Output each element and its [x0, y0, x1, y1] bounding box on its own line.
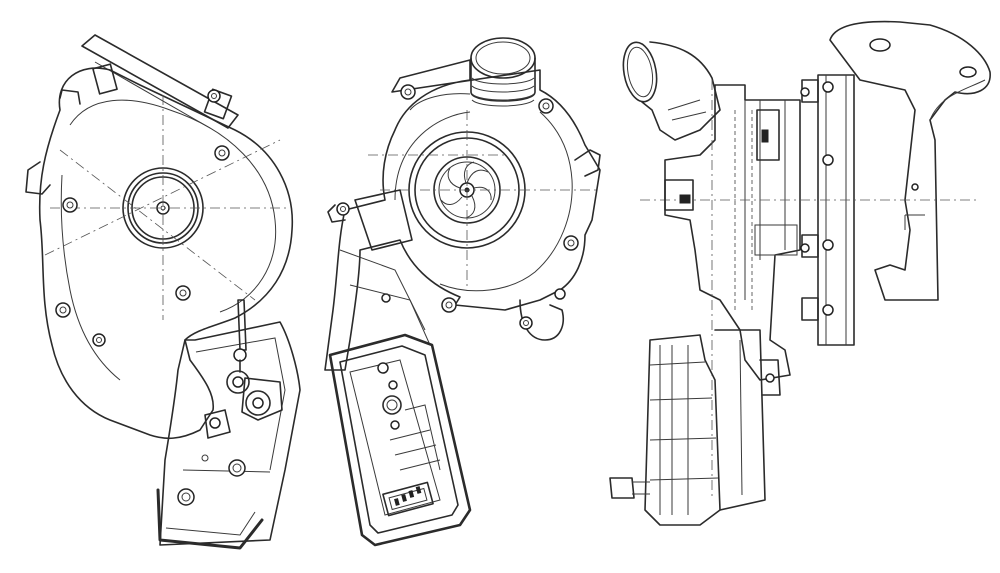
actuator-bracket	[156, 299, 301, 550]
electronic-actuator	[328, 333, 472, 547]
center-housing	[664, 84, 801, 381]
side-view	[609, 20, 991, 526]
rear-bolt-holes	[336, 84, 579, 330]
turbine-housing-outline	[38, 67, 294, 440]
inlet-flange	[81, 34, 239, 129]
side-inlet-pipe	[622, 41, 721, 141]
bolt-holes	[55, 89, 230, 347]
side-actuator	[609, 329, 781, 526]
exhaust-elbow	[829, 20, 991, 301]
front-view	[25, 34, 301, 550]
compressor-housing-outline	[324, 59, 601, 371]
turbine-flange	[801, 74, 855, 346]
rear-view	[324, 37, 601, 547]
